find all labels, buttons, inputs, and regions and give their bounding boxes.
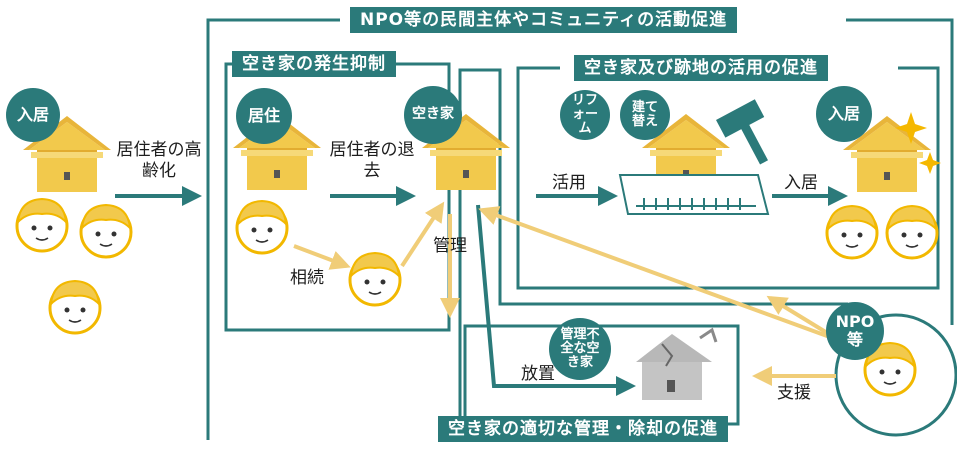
reform-badge: リフォーム	[560, 90, 610, 140]
neglect-label: 放置	[521, 364, 555, 384]
aging-label: 居住者の高齢化	[116, 140, 202, 182]
person-icon	[15, 197, 939, 335]
neglect-arrow	[476, 204, 636, 396]
leave-label: 居住者の退去	[329, 140, 415, 182]
nyukyo-badge-left: 入居	[6, 88, 60, 142]
sparkle-icon	[895, 112, 941, 174]
nyukyo-badge-right: 入居	[816, 86, 872, 142]
akiya-badge: 空き家	[404, 86, 462, 144]
suppress-header: 空き家の発生抑制	[232, 51, 396, 77]
npo-header: NPO等の民間主体やコミュニティの活動促進	[350, 7, 738, 33]
npo-frame	[206, 18, 954, 440]
tatekae-badge: 建て替え	[620, 90, 670, 140]
manage-label: 管理	[433, 236, 467, 256]
movein-label: 入居	[784, 173, 818, 193]
dilapidated-house-icon	[636, 327, 718, 400]
support-label: 支援	[777, 383, 811, 403]
inherit-arrow-1	[293, 244, 351, 270]
npo-badge: NPO等	[826, 302, 884, 360]
npo-to-house-arrow	[478, 206, 839, 342]
land-plot-icon	[618, 174, 770, 215]
inherit-label: 相続	[290, 268, 324, 288]
manage-header: 空き家の適切な管理・除却の促進	[438, 416, 728, 442]
hammer-icon	[716, 99, 769, 165]
use-label: 活用	[552, 173, 586, 193]
fuzen-badge: 管理不全な空き家	[549, 318, 611, 380]
utilize-header: 空き家及び跡地の活用の促進	[574, 55, 828, 81]
kyoju-badge: 居住	[236, 88, 292, 144]
inherit-arrow-2	[400, 201, 445, 268]
